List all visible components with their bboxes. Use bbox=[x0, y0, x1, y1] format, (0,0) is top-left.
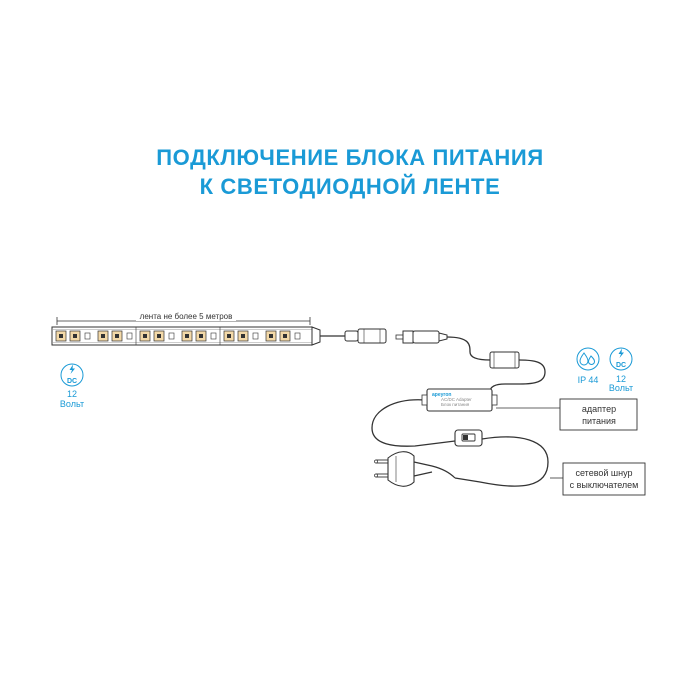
right-badge-dc-text: DC bbox=[616, 362, 626, 369]
strip-led-chip bbox=[143, 334, 147, 338]
strip-resistor bbox=[210, 332, 217, 340]
bolt-dc-icon: DC bbox=[616, 348, 626, 369]
strip-led-chip bbox=[59, 334, 63, 338]
strip-led-chip bbox=[157, 334, 161, 338]
cord-callout-line-2: с выключателем bbox=[570, 480, 639, 490]
adapter-text-line-1: AC/DC Adapter bbox=[441, 397, 472, 402]
left-badge-dc-text: DC bbox=[67, 378, 77, 385]
adapter-voltage-badge: DC 12 Вольт bbox=[609, 347, 633, 393]
strip-led-chip bbox=[73, 334, 77, 338]
led-strip: лента не более 5 метров bbox=[51, 311, 345, 346]
dc-female-connector bbox=[344, 328, 387, 344]
strip-resistor bbox=[294, 332, 301, 340]
strip-led-chip bbox=[199, 334, 203, 338]
strip-led-array bbox=[55, 327, 301, 345]
adapter-brand: apeyron bbox=[432, 392, 451, 398]
ip-rating-badge: IP 44 bbox=[576, 347, 600, 385]
strip-length-label: лента не более 5 метров bbox=[140, 312, 233, 321]
adapter-callout: адаптер питания bbox=[496, 398, 638, 431]
left-badge-voltage: 12 bbox=[67, 389, 77, 399]
right-badge-unit: Вольт bbox=[609, 383, 633, 393]
mains-plug bbox=[374, 451, 456, 487]
adapter-callout-line-1: адаптер bbox=[582, 404, 616, 414]
strip-length-dimension: лента не более 5 метров bbox=[56, 311, 311, 325]
adapter-text-line-2: Блок питания bbox=[441, 402, 470, 407]
left-badge-unit: Вольт bbox=[60, 399, 84, 409]
title-line-1: ПОДКЛЮЧЕНИЕ БЛОКА ПИТАНИЯ bbox=[156, 145, 544, 170]
strip-end-connector bbox=[311, 326, 321, 346]
water-drops-icon bbox=[579, 352, 596, 366]
mains-cable bbox=[371, 399, 549, 487]
strip-led-chip bbox=[283, 334, 287, 338]
strip-resistor bbox=[252, 332, 259, 340]
title-line-2: К СВЕТОДИОДНОЙ ЛЕНТЕ bbox=[199, 174, 501, 199]
dc-output-cable bbox=[446, 336, 546, 393]
inline-switch bbox=[454, 429, 483, 447]
strip-led-chip bbox=[227, 334, 231, 338]
strip-led-chip bbox=[241, 334, 245, 338]
right-badge-voltage: 12 bbox=[616, 374, 626, 384]
power-adapter: apeyron AC/DC Adapter Блок питания bbox=[421, 388, 498, 412]
cord-callout-line-1: сетевой шнур bbox=[575, 468, 632, 478]
ip-rating-label: IP 44 bbox=[578, 375, 599, 385]
strip-voltage-badge: DC 12 Вольт bbox=[60, 363, 84, 409]
adapter-callout-line-2: питания bbox=[582, 416, 616, 426]
strip-led-chip bbox=[185, 334, 189, 338]
strip-led-chip bbox=[101, 334, 105, 338]
strip-resistor bbox=[168, 332, 175, 340]
ferrite-bead bbox=[489, 351, 520, 369]
strip-resistor bbox=[126, 332, 133, 340]
bolt-dc-icon: DC bbox=[67, 364, 77, 385]
cord-callout: сетевой шнур с выключателем bbox=[550, 462, 646, 496]
strip-led-chip bbox=[269, 334, 273, 338]
dc-male-plug bbox=[395, 330, 448, 344]
diagram-title: ПОДКЛЮЧЕНИЕ БЛОКА ПИТАНИЯ К СВЕТОДИОДНОЙ… bbox=[0, 143, 700, 201]
strip-led-chip bbox=[115, 334, 119, 338]
strip-resistor bbox=[84, 332, 91, 340]
